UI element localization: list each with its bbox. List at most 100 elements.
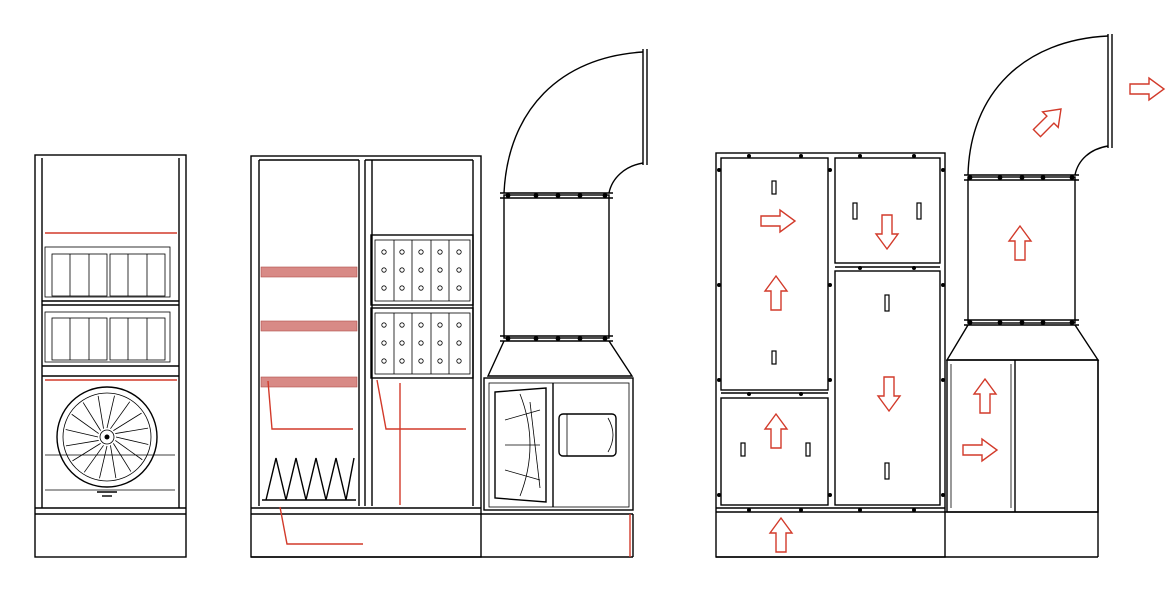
coil-bolt — [418, 340, 424, 346]
rivet — [747, 508, 751, 512]
airflow-view — [715, 34, 1166, 558]
coil-bolt — [418, 322, 424, 328]
fan-blade — [99, 445, 108, 479]
rivet — [828, 378, 832, 382]
fan-blade — [106, 395, 115, 429]
arrow-icon — [768, 516, 794, 553]
fan-wheel-icon — [56, 386, 158, 497]
coil-bolt — [456, 249, 462, 255]
rivet — [941, 168, 945, 172]
arrow-icon — [763, 412, 789, 449]
impeller-icon — [494, 387, 547, 503]
filter-media-3 — [260, 376, 358, 388]
rivet — [717, 378, 721, 382]
fan-blade — [110, 445, 117, 479]
flange-bolt — [1069, 320, 1075, 325]
rivet — [717, 168, 721, 172]
flange-bolt — [1069, 175, 1075, 180]
duct-elbow-left — [486, 49, 648, 377]
rivet — [941, 493, 945, 497]
coil-bolt — [381, 267, 387, 273]
rivet — [858, 154, 862, 158]
rivet — [717, 283, 721, 287]
front-section-view — [250, 49, 648, 558]
arrow-icon — [1007, 224, 1033, 261]
flange-bolt — [1040, 320, 1046, 325]
side-view — [34, 154, 187, 558]
side-cabinet-outline — [34, 154, 187, 558]
bag-filter-pleats — [262, 457, 356, 501]
rivet — [799, 508, 803, 512]
coil-bolt — [381, 285, 387, 291]
panel-lower-right — [834, 270, 941, 506]
arrow-icon — [972, 377, 998, 414]
rivet — [799, 392, 803, 396]
rivet — [941, 283, 945, 287]
fan-blade — [115, 427, 149, 434]
fan-blade — [113, 412, 142, 431]
leader-lines — [267, 379, 631, 557]
arrow-icon — [874, 214, 900, 251]
rivet — [912, 154, 916, 158]
coil-bolt — [399, 249, 405, 255]
coil-bolt — [399, 267, 405, 273]
flange-bolt — [1019, 175, 1025, 180]
arrow-icon — [1129, 76, 1166, 102]
flange-bolt — [967, 320, 973, 325]
airflow-arrows — [760, 76, 1166, 553]
coil-bolt — [399, 340, 405, 346]
flange-bolt — [533, 336, 539, 341]
coil-bolt — [418, 267, 424, 273]
rivet — [799, 154, 803, 158]
fan-blade — [83, 445, 104, 473]
panel-upper-left — [720, 157, 829, 391]
fan-blade — [65, 429, 99, 438]
coil-bolt — [456, 267, 462, 273]
coil-bolt — [418, 285, 424, 291]
rivet — [828, 168, 832, 172]
coil-bolt — [437, 267, 443, 273]
coil-bolt — [437, 249, 443, 255]
flange-bolt — [577, 336, 583, 341]
coil-bolt — [437, 358, 443, 364]
rivet — [912, 508, 916, 512]
panel-lower-left — [720, 397, 829, 506]
coil-module-upper — [370, 234, 474, 306]
fan-blade — [82, 402, 101, 431]
arrow-icon — [876, 376, 902, 413]
coil-bolt — [381, 249, 387, 255]
coil-bolt — [418, 358, 424, 364]
coil-bolt — [456, 285, 462, 291]
arrow-icon — [760, 208, 797, 234]
fan-section-housing — [483, 377, 634, 511]
flange-bolt — [577, 193, 583, 198]
coil-bolt — [437, 340, 443, 346]
motor-icon — [558, 413, 617, 457]
coil-bolt — [381, 322, 387, 328]
flange-bolt — [997, 320, 1003, 325]
flange-bolt — [505, 193, 511, 198]
filter-media-strips — [260, 266, 358, 388]
side-filter-bank-upper — [44, 246, 171, 298]
coil-bolt — [437, 285, 443, 291]
rivet — [747, 392, 751, 396]
panel-upper-right — [834, 157, 941, 264]
coil-bolt — [456, 322, 462, 328]
panel-rivets — [717, 154, 945, 512]
rivet — [828, 283, 832, 287]
fan-blade — [72, 443, 101, 462]
fan-blade — [115, 436, 149, 445]
coil-bolt — [381, 358, 387, 364]
rivet — [858, 266, 862, 270]
flange-bolt — [555, 193, 561, 198]
coil-bolt — [418, 249, 424, 255]
filter-media-1 — [260, 266, 358, 278]
rivet — [747, 154, 751, 158]
rivet — [912, 266, 916, 270]
duct-elbow-right — [945, 34, 1113, 361]
fan-blade — [115, 440, 143, 461]
flange-bolt — [602, 193, 608, 198]
flange-bolt — [505, 336, 511, 341]
rivet — [941, 378, 945, 382]
